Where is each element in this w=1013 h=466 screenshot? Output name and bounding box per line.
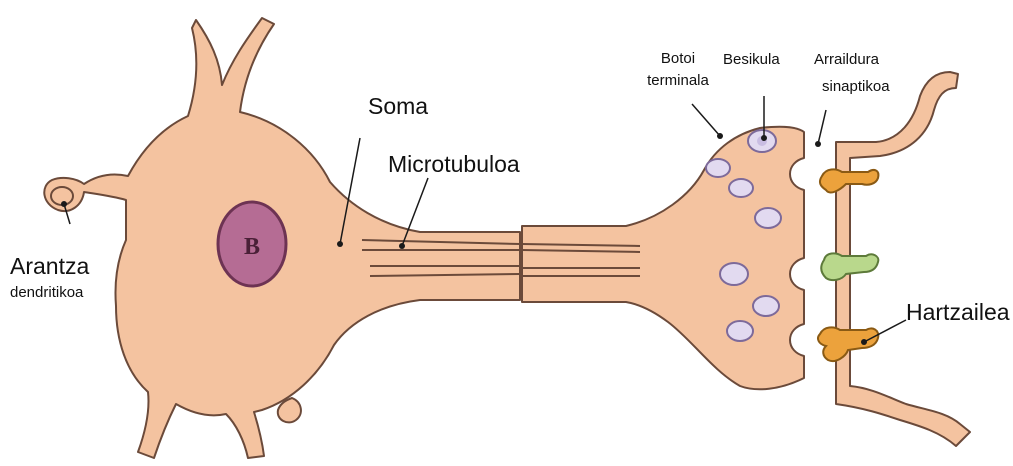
vesicle xyxy=(753,296,779,316)
label-arantza-line2: dendritikoa xyxy=(10,284,83,303)
vesicle xyxy=(755,208,781,228)
vesicle xyxy=(729,179,753,197)
label-microtubuloa: Microtubuloa xyxy=(388,150,520,179)
label-arraildura-line2: sinaptikoa xyxy=(822,78,890,97)
label-soma: Soma xyxy=(368,92,428,121)
label-botoi-line1: Botoi xyxy=(636,50,720,69)
label-arantza-line1: Arantza xyxy=(10,252,89,281)
label-arraildura-line1: Arraildura xyxy=(814,51,879,70)
label-hartzailea: Hartzailea xyxy=(906,298,1010,327)
vesicle xyxy=(706,159,730,177)
label-botoi-line2: terminala xyxy=(636,72,720,91)
botoi-leader xyxy=(692,104,720,136)
label-besikula: Besikula xyxy=(723,51,780,70)
vesicle xyxy=(720,263,748,285)
axon-terminal xyxy=(522,127,804,389)
nucleus-letter: B xyxy=(244,234,260,260)
arraildura-leader xyxy=(818,110,826,144)
vesicle xyxy=(727,321,753,341)
